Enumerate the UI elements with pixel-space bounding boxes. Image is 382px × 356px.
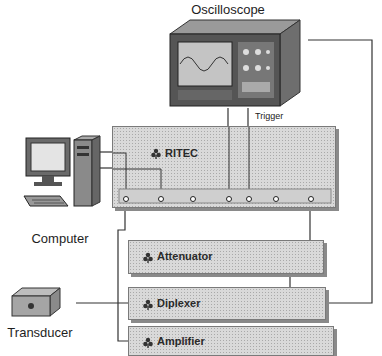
signal-label: Trigger: [253, 111, 285, 121]
instrument-box: RITEC: [112, 126, 336, 208]
instrument-box-icon: [113, 127, 337, 209]
computer: Computer: [20, 134, 100, 246]
cable-line: [227, 108, 228, 126]
attenuator-box: Attenuator: [128, 240, 324, 274]
cable-line: [100, 167, 112, 168]
oscilloscope-icon: [148, 2, 308, 108]
cable-line: [247, 108, 248, 126]
diplexer-box: Diplexer: [128, 287, 326, 320]
oscilloscope: Oscilloscope: [148, 2, 308, 108]
cable-line: [76, 302, 128, 303]
box-label: Diplexer: [157, 297, 200, 309]
cable-line: [100, 151, 112, 152]
device-label: Transducer: [7, 325, 72, 340]
box-label: RITEC: [165, 147, 198, 159]
cable-line: [118, 208, 128, 341]
computer-icon: [20, 134, 100, 246]
amplifier-box: Amplifier: [128, 326, 334, 356]
cable-line: [289, 274, 290, 287]
box-label: Attenuator: [157, 250, 213, 262]
device-label: Computer: [31, 231, 88, 246]
device-label: Oscilloscope: [191, 2, 265, 17]
box-label: Amplifier: [157, 335, 205, 347]
cable-line: [309, 208, 310, 240]
transducer: Transducer: [4, 282, 76, 340]
